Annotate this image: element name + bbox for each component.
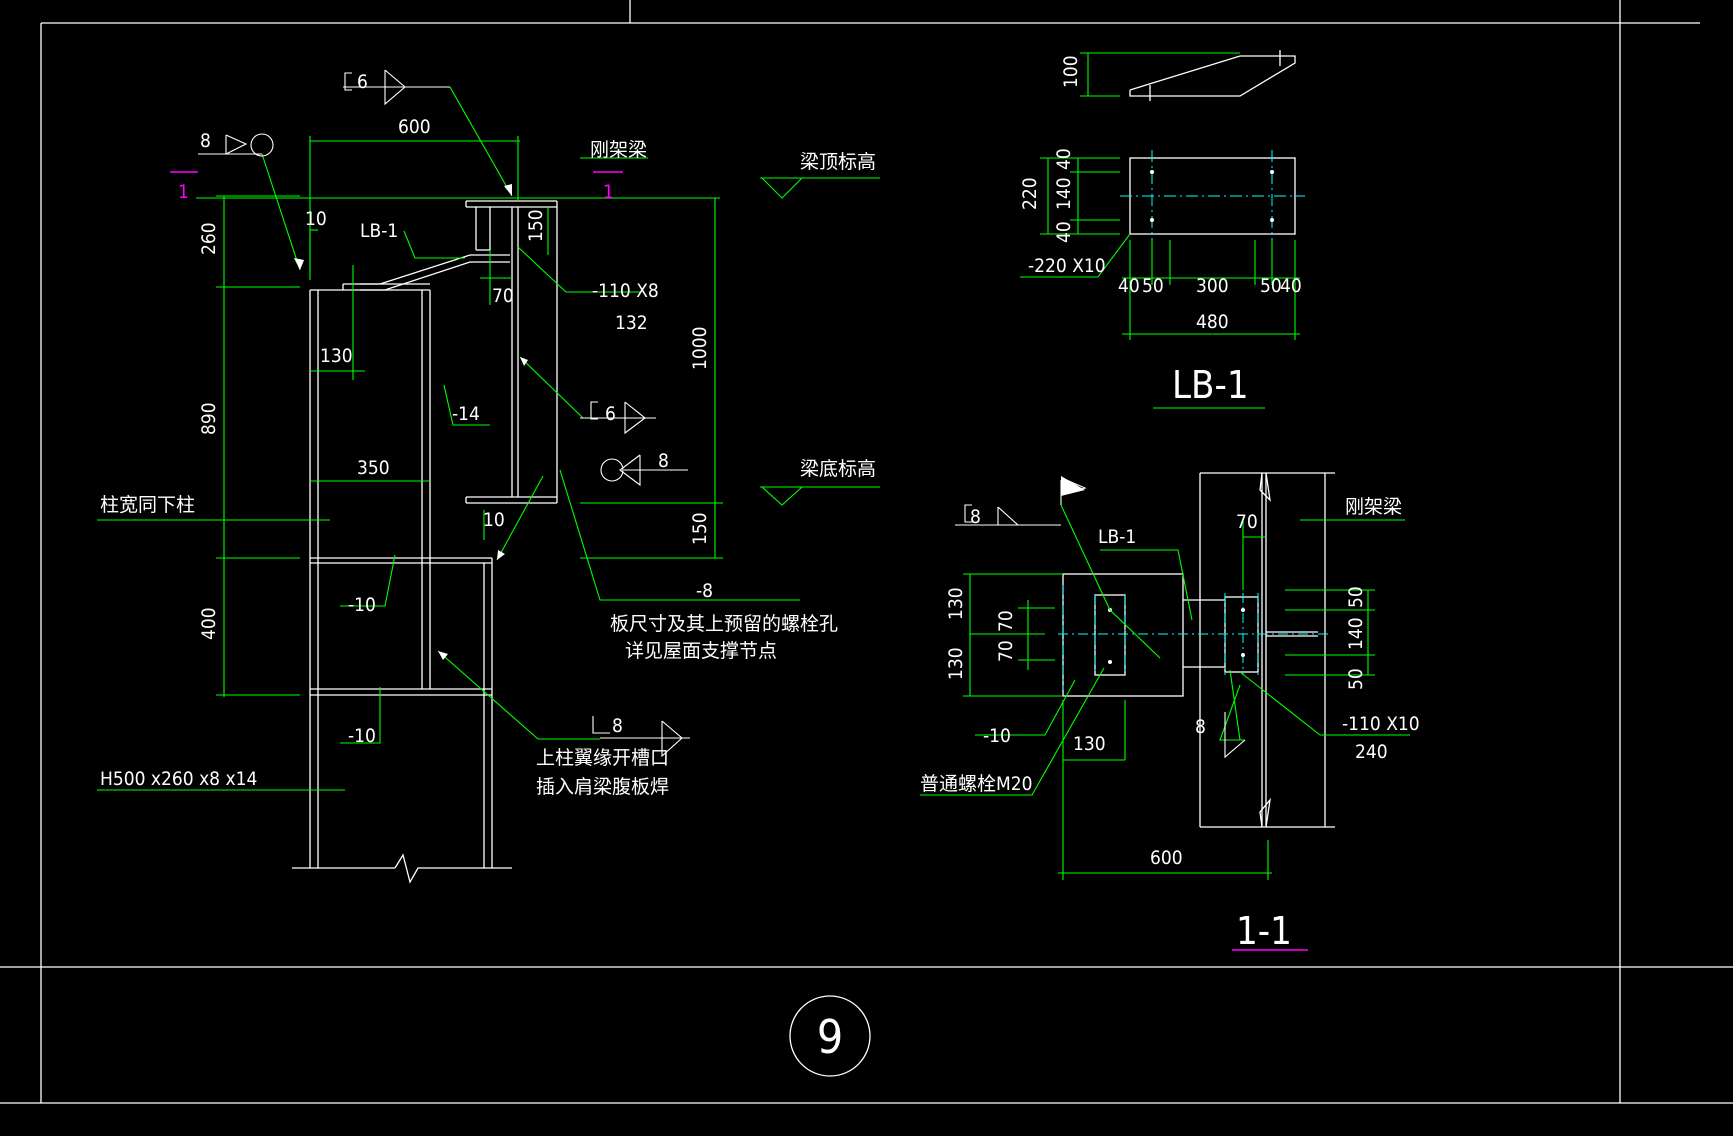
sec-dim-600: 600 xyxy=(1150,847,1183,869)
sec-beam-label: 刚架梁 xyxy=(1345,496,1402,518)
sheet-number: 9 xyxy=(817,1010,843,1064)
sec-dim-70-a: 70 xyxy=(995,610,1017,632)
sec-dim-130-horiz: 130 xyxy=(1073,733,1106,755)
lb1-plate: -220 X10 xyxy=(1028,255,1106,277)
weld-8-right: 8 xyxy=(658,450,669,472)
sec-dim-70-top: 70 xyxy=(1236,511,1258,533)
dim-150-bottom: 150 xyxy=(689,512,711,545)
lb1-dim-100: 100 xyxy=(1060,55,1082,88)
dim-150-top: 150 xyxy=(525,209,547,242)
main-view-outline xyxy=(292,200,558,884)
lb1-dim-40-right: 40 xyxy=(1280,275,1302,297)
plate-10-b: -10 xyxy=(348,725,376,747)
sec-plate-10: -10 xyxy=(983,725,1011,747)
beam-bottom-elevation: 梁底标高 xyxy=(800,458,876,480)
dim-130-main: 130 xyxy=(320,345,353,367)
note-plate-line2: 详见屋面支撑节点 xyxy=(625,640,777,662)
section-mark-right: 1 xyxy=(603,181,614,203)
lb1-view-centerlines xyxy=(1120,150,1305,242)
weld-6-top: 6 xyxy=(357,71,368,93)
dim-350: 350 xyxy=(357,457,390,479)
section-flag xyxy=(1061,476,1085,496)
sec-weld-c8: 8 xyxy=(970,506,981,528)
sheet-number-circle xyxy=(789,995,871,1077)
dim-10-top: 10 xyxy=(305,208,327,230)
note-plate-line1: 板尺寸及其上预留的螺栓孔 xyxy=(610,613,838,635)
sec-weld-8: 8 xyxy=(1195,716,1206,738)
section-view-centerlines xyxy=(1058,585,1330,690)
lb1-dim-40-top: 40 xyxy=(1053,148,1075,170)
lb1-dim-40-left: 40 xyxy=(1118,275,1140,297)
lb1-view-text: 100 220 40 140 40 -220 X10 40 50 300 50 … xyxy=(1019,55,1302,407)
plate-10-a: -10 xyxy=(348,594,376,616)
beam-top-elevation: 梁顶标高 xyxy=(800,151,876,173)
sec-dim-50-bottom: 50 xyxy=(1345,668,1367,690)
lb1-dim-220: 220 xyxy=(1019,177,1041,210)
section-mark-left: 1 xyxy=(178,181,189,203)
lb1-view-dimensions xyxy=(1020,52,1300,409)
lb1-dim-50-left: 50 xyxy=(1142,275,1164,297)
arrow-heads xyxy=(294,184,528,660)
sec-dim-130-top: 130 xyxy=(945,587,967,620)
dim-260: 260 xyxy=(198,222,220,255)
plate-8: -8 xyxy=(696,580,713,602)
h-section-label: H500 x260 x8 x14 xyxy=(100,768,257,790)
dim-70: 70 xyxy=(492,285,514,307)
weld-8-top-left: 8 xyxy=(200,130,211,152)
dim-890: 890 xyxy=(198,402,220,435)
lb1-dim-300: 300 xyxy=(1196,275,1229,297)
lb1-title: LB-1 xyxy=(1172,363,1249,407)
column-width-label: 柱宽同下柱 xyxy=(100,494,195,516)
lb1-view-holes xyxy=(1150,170,1274,222)
lb1-label-main: LB-1 xyxy=(360,220,398,242)
plate-14: -14 xyxy=(452,403,480,425)
lb1-dim-40-bottom: 40 xyxy=(1053,221,1075,243)
sec-bolt-label: 普通螺栓M20 xyxy=(920,773,1033,795)
main-view-text: 8 1 6 600 刚架梁 1 梁顶标高 10 LB-1 150 260 70 … xyxy=(100,71,876,798)
sec-dim-140: 140 xyxy=(1345,617,1367,650)
sec-dim-50-top: 50 xyxy=(1345,586,1367,608)
dim-1000: 1000 xyxy=(689,327,711,371)
dim-132: 132 xyxy=(615,312,648,334)
lb1-dim-50-right: 50 xyxy=(1260,275,1282,297)
sec-title: 1-1 xyxy=(1236,909,1292,953)
note-slot-line2: 插入肩梁腹板焊 xyxy=(536,776,669,798)
sec-dim-240: 240 xyxy=(1355,741,1388,763)
note-slot-line1: 上柱翼缘开槽口 xyxy=(536,747,669,769)
sheet-frame xyxy=(0,0,1733,1104)
plate-110x8: -110 X8 xyxy=(592,280,659,302)
weld-c6: 6 xyxy=(605,403,616,425)
section-view-text: 8 LB-1 70 刚架梁 130 70 70 130 50 140 50 -1… xyxy=(920,496,1420,953)
dim-600-top: 600 xyxy=(398,116,431,138)
lb1-dim-140: 140 xyxy=(1053,177,1075,210)
sec-dim-130-bottom: 130 xyxy=(945,647,967,680)
dim-400: 400 xyxy=(198,607,220,640)
sec-dim-70-b: 70 xyxy=(995,640,1017,662)
sec-plate-110x10: -110 X10 xyxy=(1342,713,1420,735)
weld-l8: 8 xyxy=(612,715,623,737)
dim-10-bottom: 10 xyxy=(483,509,505,531)
beam-label-top: 刚架梁 xyxy=(590,139,647,161)
lb1-dim-480: 480 xyxy=(1196,311,1229,333)
section-view-dimensions xyxy=(920,504,1410,880)
section-view-outline xyxy=(1062,472,1335,828)
main-view-welds xyxy=(198,69,690,758)
sec-lb1-label: LB-1 xyxy=(1098,526,1136,548)
